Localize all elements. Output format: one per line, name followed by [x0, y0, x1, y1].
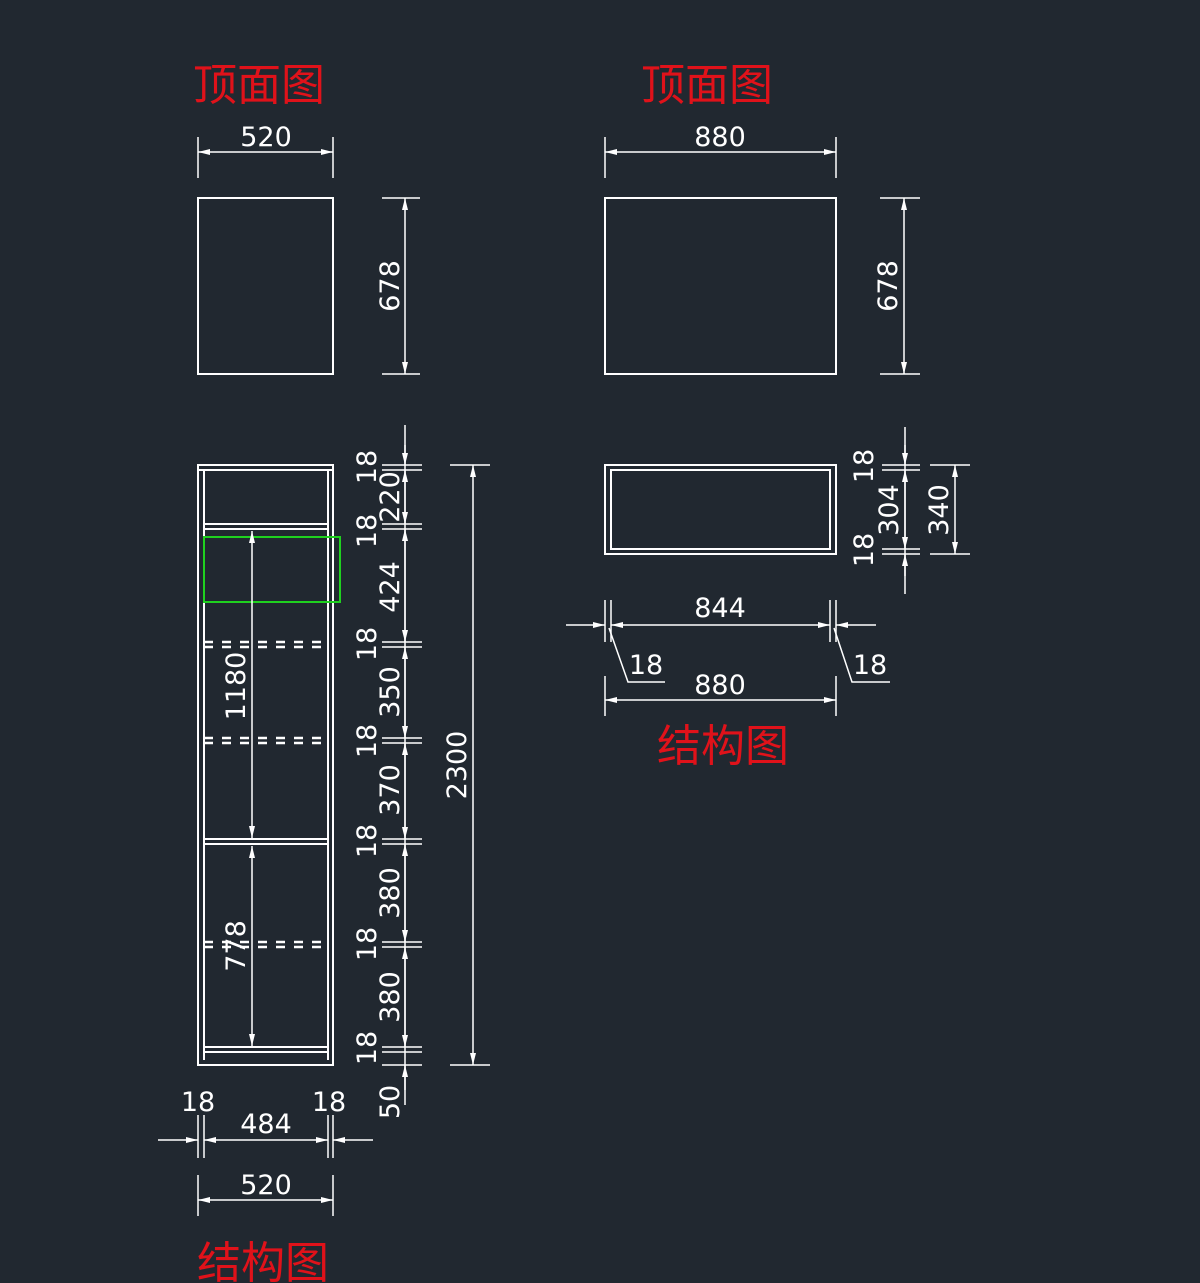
left-chain-label-10: 380	[375, 867, 406, 919]
right-top-depth-label: 678	[873, 260, 904, 312]
left-chain-label-6: 350	[375, 666, 406, 718]
left-chain-label-12: 380	[375, 971, 406, 1023]
left-bottom-side-right-label: 18	[312, 1087, 346, 1118]
left-chain-label-9: 18	[352, 824, 383, 858]
left-chain-label-2: 220	[375, 471, 406, 523]
left-chain-label-7: 18	[352, 724, 383, 758]
right-top-width-label: 880	[694, 122, 746, 153]
left-chain-label-1: 18	[352, 450, 383, 484]
left-inner-lower-label: 778	[221, 920, 252, 972]
right-bottom-board-label: 18	[849, 533, 880, 567]
right-top-board-label: 18	[849, 449, 880, 483]
left-top-view-outline	[197, 197, 334, 375]
right-top-view-title: 顶面图	[641, 60, 773, 111]
left-chain-label-5: 18	[352, 627, 383, 661]
right-inner-width-label: 844	[694, 593, 746, 624]
left-chain-label-4: 424	[375, 561, 406, 613]
left-bottom-side-left-label: 18	[181, 1087, 215, 1118]
right-structure-view: 18 304 18 340 844 18 18 880	[566, 427, 970, 716]
right-total-height-label: 340	[924, 484, 955, 536]
left-structure-view: 1180 778 1	[158, 425, 490, 1216]
left-chain-label-11: 18	[352, 927, 383, 961]
left-chain-label-3: 18	[352, 514, 383, 548]
selection-box[interactable]	[203, 536, 341, 603]
left-top-view-title: 顶面图	[193, 60, 325, 111]
left-top-view: 520 678	[197, 122, 420, 375]
right-side-left-label: 18	[629, 650, 663, 681]
right-inner-height-label: 304	[874, 484, 905, 536]
left-chain-label-13: 18	[352, 1031, 383, 1065]
right-cabinet-outline	[604, 464, 837, 555]
left-chain-label-14: 50	[375, 1085, 406, 1119]
left-top-depth-label: 678	[375, 260, 406, 312]
right-side-right-label: 18	[853, 650, 887, 681]
right-cabinet-inner	[610, 469, 831, 550]
left-top-width-label: 520	[240, 122, 292, 153]
right-top-view-outline	[604, 197, 837, 375]
right-top-view: 880 678	[604, 122, 920, 375]
left-cabinet-outline	[197, 464, 334, 1066]
left-chain-label-8: 370	[375, 764, 406, 816]
left-bottom-total-label: 520	[240, 1170, 292, 1201]
left-inner-upper-label: 1180	[221, 652, 252, 721]
left-structure-title: 结构图	[197, 1238, 329, 1283]
right-structure-title: 结构图	[657, 721, 789, 772]
left-total-height-label: 2300	[442, 731, 473, 800]
left-bottom-inner-label: 484	[240, 1109, 292, 1140]
right-total-width-label: 880	[694, 670, 746, 701]
